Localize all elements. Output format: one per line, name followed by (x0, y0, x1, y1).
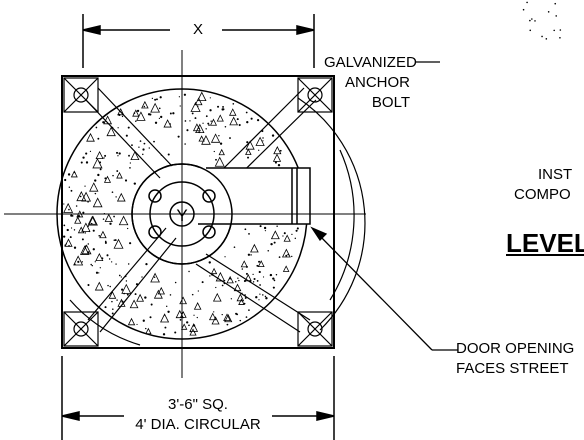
circular-dia-label: 4' DIA. CIRCULAR (135, 416, 261, 433)
swept-arcs (69, 97, 366, 346)
corner-anchor-bolts (63, 77, 333, 347)
diagonal-braces (85, 87, 317, 333)
door-opening-label-1: DOOR OPENING (456, 340, 575, 357)
view-title: LEVEL (506, 228, 584, 258)
door-opening-label-2: FACES STREET (456, 360, 569, 377)
bottom-dimension (61, 356, 335, 440)
anchor-bolt-label-1: GALVANIZED (324, 54, 417, 71)
door-opening (198, 167, 311, 225)
anchor-bolt-label-3: BOLT (371, 94, 410, 111)
anchor-bolt-label-2: ANCHOR (344, 74, 410, 91)
upper-right-stipple (522, 1, 562, 40)
top-dimension-label: X (192, 21, 203, 38)
top-dimension (82, 14, 315, 68)
install-label-1: INST (538, 166, 573, 183)
center-mark-y: Y (176, 206, 187, 225)
square-base (61, 75, 335, 349)
install-label-2: COMPO (514, 186, 571, 203)
centerlines (4, 50, 366, 378)
leader-arrows (310, 61, 458, 351)
square-size-label: 3'-6" SQ. (168, 396, 228, 413)
